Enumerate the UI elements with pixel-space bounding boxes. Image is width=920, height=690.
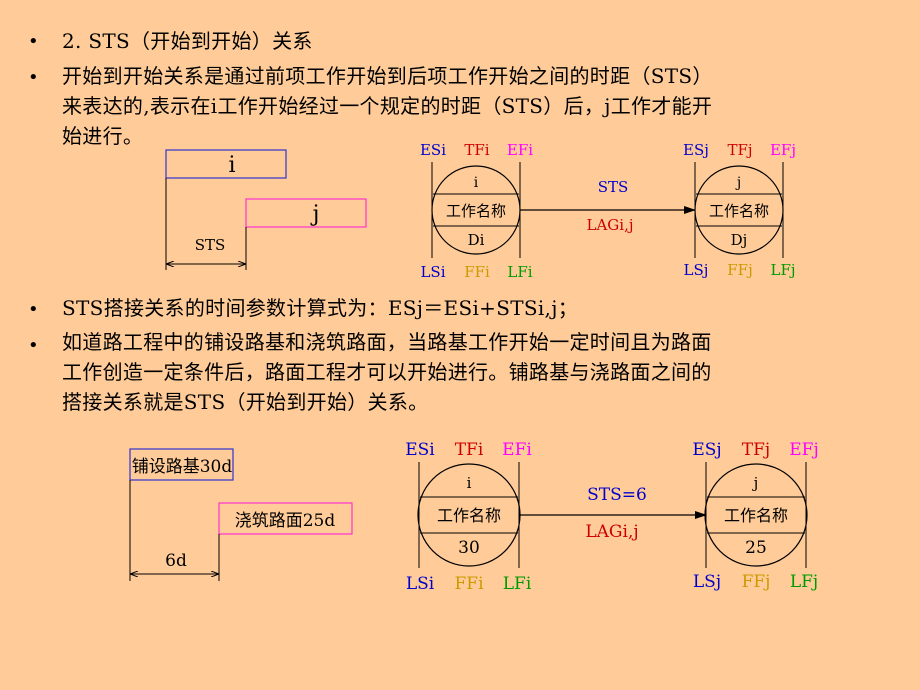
tf-label: TFi <box>464 141 489 159</box>
lf-label: LFi <box>507 263 532 281</box>
section-heading: 2. STS（开始到开始）关系 <box>62 26 313 56</box>
bullet-marker: • <box>28 335 39 356</box>
node-duration: 30 <box>458 538 480 558</box>
node-top-label: j <box>752 474 759 492</box>
node-duration: 25 <box>745 538 767 558</box>
bullet-marker: • <box>28 67 39 88</box>
bar-i-label: 铺设路基30d <box>132 457 233 477</box>
ff-label: FFi <box>464 263 490 281</box>
example-paragraph: 如道路工程中的铺设路基和浇筑路面，当路基工作开始一定时间且为路面 工作创造一定条… <box>62 327 712 417</box>
arrow-top-label: STS <box>598 178 629 196</box>
tf-label: TFi <box>455 440 484 460</box>
ls-label: LSj <box>684 261 709 279</box>
network-diagram-2: i 工作名称 30 ESi TFi EFi LSi FFi LFi STS=6 … <box>405 440 818 594</box>
node-name: 工作名称 <box>709 202 769 220</box>
es-label: ESi <box>405 440 435 460</box>
es-label: ESj <box>683 141 709 159</box>
lf-label: LFj <box>790 572 818 592</box>
ls-label: LSj <box>693 572 721 592</box>
arrow-top-label: STS=6 <box>587 485 647 505</box>
node-j: j 工作名称 25 ESj TFj EFj LSj FFj LFj <box>692 440 818 592</box>
lf-label: LFi <box>503 574 532 594</box>
bar-j <box>245 198 367 228</box>
paragraph-line: 始进行。 <box>62 124 144 148</box>
node-top-label: i <box>467 474 472 492</box>
ff-label: FFj <box>727 261 752 279</box>
gap-label: 6d <box>165 551 187 571</box>
ff-label: FFi <box>454 574 484 594</box>
paragraph-line: 如道路工程中的铺设路基和浇筑路面，当路基工作开始一定时间且为路面 <box>62 330 712 354</box>
bar-diagram-1: i j STS <box>165 149 367 270</box>
definition-paragraph: 开始到开始关系是通过前项工作开始到后项工作开始之间的时距（STS） 来表达的,表… <box>62 61 713 151</box>
es-label: ESj <box>692 440 721 460</box>
bar-j-label: 浇筑路面25d <box>235 511 336 531</box>
tf-label: TFj <box>742 440 770 460</box>
section-heading-text: 2. STS（开始到开始）关系 <box>62 29 313 53</box>
gap-label: STS <box>195 236 226 254</box>
ls-label: LSi <box>406 574 435 594</box>
paragraph-line: 工作创造一定条件后，路面工程才可以开始进行。铺路基与浇路面之间的 <box>62 360 712 384</box>
arrow-bottom-label: LAGi,j <box>587 216 634 234</box>
node-name: 工作名称 <box>437 506 501 525</box>
node-duration: Di <box>468 231 485 249</box>
paragraph-line: 来表达的,表示在i工作开始经过一个规定的时距（STS）后，j工作才能开 <box>62 94 713 118</box>
bar-i <box>165 149 287 179</box>
node-i: i 工作名称 30 ESi TFi EFi LSi FFi LFi <box>405 440 532 594</box>
bar-j-label: j <box>310 202 320 227</box>
tf-label: TFj <box>727 141 752 159</box>
ef-label: EFi <box>507 141 533 159</box>
paragraph-line: STS搭接关系的时间参数计算式为：ESj＝ESi+STSi,j； <box>62 296 578 320</box>
formula-paragraph: STS搭接关系的时间参数计算式为：ESj＝ESi+STSi,j； <box>62 293 578 323</box>
node-name: 工作名称 <box>446 202 506 220</box>
node-duration: Dj <box>731 231 748 249</box>
node-i: i 工作名称 Di ESi TFi EFi LSi FFi LFi <box>420 141 533 281</box>
node-circle <box>704 463 808 567</box>
paragraph-line: 搭接关系就是STS（开始到开始）关系。 <box>62 390 429 414</box>
node-j: j 工作名称 Dj ESj TFj EFj LSj FFj LFj <box>683 141 796 279</box>
node-top-label: j <box>735 175 741 191</box>
bullet-marker: • <box>28 299 39 320</box>
ef-label: EFj <box>770 141 796 159</box>
ls-label: LSi <box>420 263 445 281</box>
bar-i <box>129 448 234 481</box>
ff-label: FFj <box>742 572 771 592</box>
arrow-bottom-label: LAGi,j <box>585 522 638 542</box>
paragraph-line: 开始到开始关系是通过前项工作开始到后项工作开始之间的时距（STS） <box>62 64 713 88</box>
es-label: ESi <box>420 141 446 159</box>
node-name: 工作名称 <box>724 506 788 525</box>
bar-diagram-2: 铺设路基30d 浇筑路面25d 6d <box>129 448 353 581</box>
ef-label: EFj <box>789 440 818 460</box>
lf-label: LFj <box>770 261 795 279</box>
network-diagram-1: i 工作名称 Di ESi TFi EFi LSi FFi LFi STS LA… <box>420 141 796 281</box>
bar-i-label: i <box>228 153 235 178</box>
ef-label: EFi <box>502 440 532 460</box>
bar-j <box>218 502 353 535</box>
node-top-label: i <box>474 175 479 191</box>
bullet-marker: • <box>28 31 39 52</box>
